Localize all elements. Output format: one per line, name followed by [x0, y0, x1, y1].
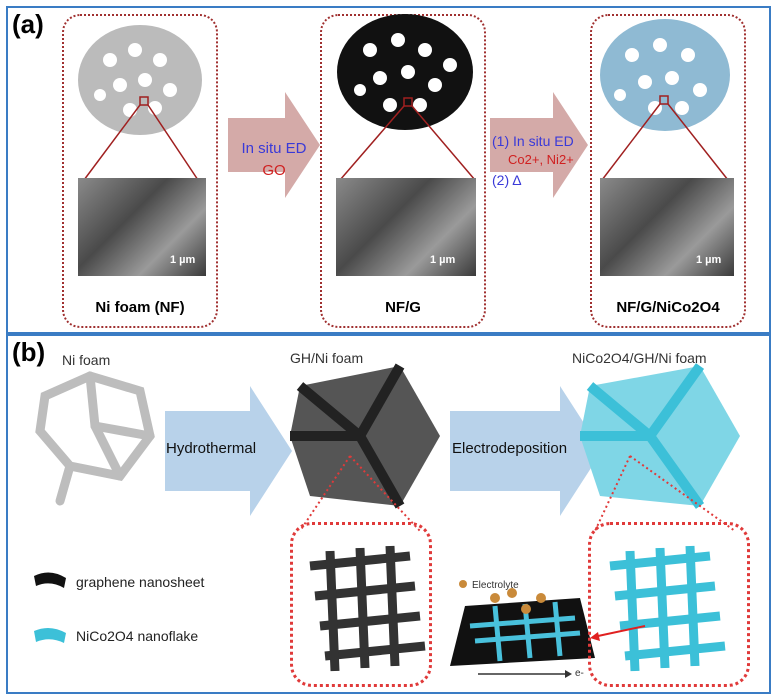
- process-arrow-1: [228, 92, 320, 198]
- nico2o4-mesh: [609, 545, 726, 672]
- nico2o4-zoom-box: [588, 522, 750, 687]
- figure-frame: [6, 6, 771, 694]
- nico2o4-foam-3d: [580, 363, 740, 509]
- legend-graphene-label: graphene nanosheet: [76, 574, 205, 590]
- legend-graphene-swatch: [34, 572, 66, 588]
- hydrothermal-arrow: [165, 386, 292, 516]
- stage-title: NiCo2O4/GH/Ni foam: [572, 350, 707, 366]
- panel-b-label: (b): [12, 337, 46, 367]
- panel-a-graphics: [78, 14, 730, 198]
- stage-title: GH/Ni foam: [290, 350, 364, 366]
- inset-electrode: [450, 580, 646, 678]
- arrow2-step2: (2) Δ: [492, 172, 522, 188]
- stage-caption: NF/G/NiCo2O4: [616, 299, 720, 316]
- panel-divider: [6, 332, 771, 336]
- legend-nico2o4-swatch: [34, 627, 66, 643]
- ni-foam-3d: [35, 371, 155, 506]
- panel-b-graphics: [34, 363, 740, 678]
- hydrothermal-label: Hydrothermal: [166, 440, 257, 457]
- stage-caption: Ni foam (NF): [95, 299, 185, 316]
- foam-grey: [78, 25, 202, 135]
- graphene-zoom-box: [290, 522, 432, 687]
- arrow1-reagent: GO: [262, 162, 286, 179]
- scale-bar: 1 µm: [170, 254, 196, 266]
- panel-a-label: (a): [12, 9, 44, 39]
- sem-image-ni-foam: [78, 178, 206, 276]
- foam-black: [337, 14, 473, 130]
- stage-box-ni-foam: [62, 14, 218, 328]
- stage-box-nf-g-nico2o4: [590, 14, 746, 328]
- electrodeposition-label: Electrodeposition: [452, 440, 568, 457]
- sem-image-nf-g: [336, 178, 476, 276]
- sem-image-nf-g-nico2o4: [600, 178, 734, 276]
- inset-electrolyte-label: Electrolyte: [472, 580, 519, 591]
- stage-title: Ni foam: [62, 352, 111, 368]
- scale-bar: 1 µm: [696, 254, 722, 266]
- electrodeposition-arrow: [450, 386, 602, 516]
- legend-nico2o4-label: NiCo2O4 nanoflake: [76, 628, 199, 644]
- graphene-mesh: [309, 545, 426, 672]
- arrow2-reagents: Co2+, Ni2+: [508, 152, 574, 167]
- zoom-lines: [83, 95, 729, 181]
- gh-ni-foam-3d: [290, 363, 440, 509]
- arrow1-method: In situ ED: [241, 140, 307, 157]
- scale-bar: 1 µm: [430, 254, 456, 266]
- arrow2-step1: (1) In situ ED: [492, 133, 574, 149]
- foam-blue: [600, 19, 730, 131]
- stage-caption: NF/G: [385, 299, 421, 316]
- process-arrow-2: [490, 92, 588, 198]
- inset-electron-label: e-: [575, 668, 584, 679]
